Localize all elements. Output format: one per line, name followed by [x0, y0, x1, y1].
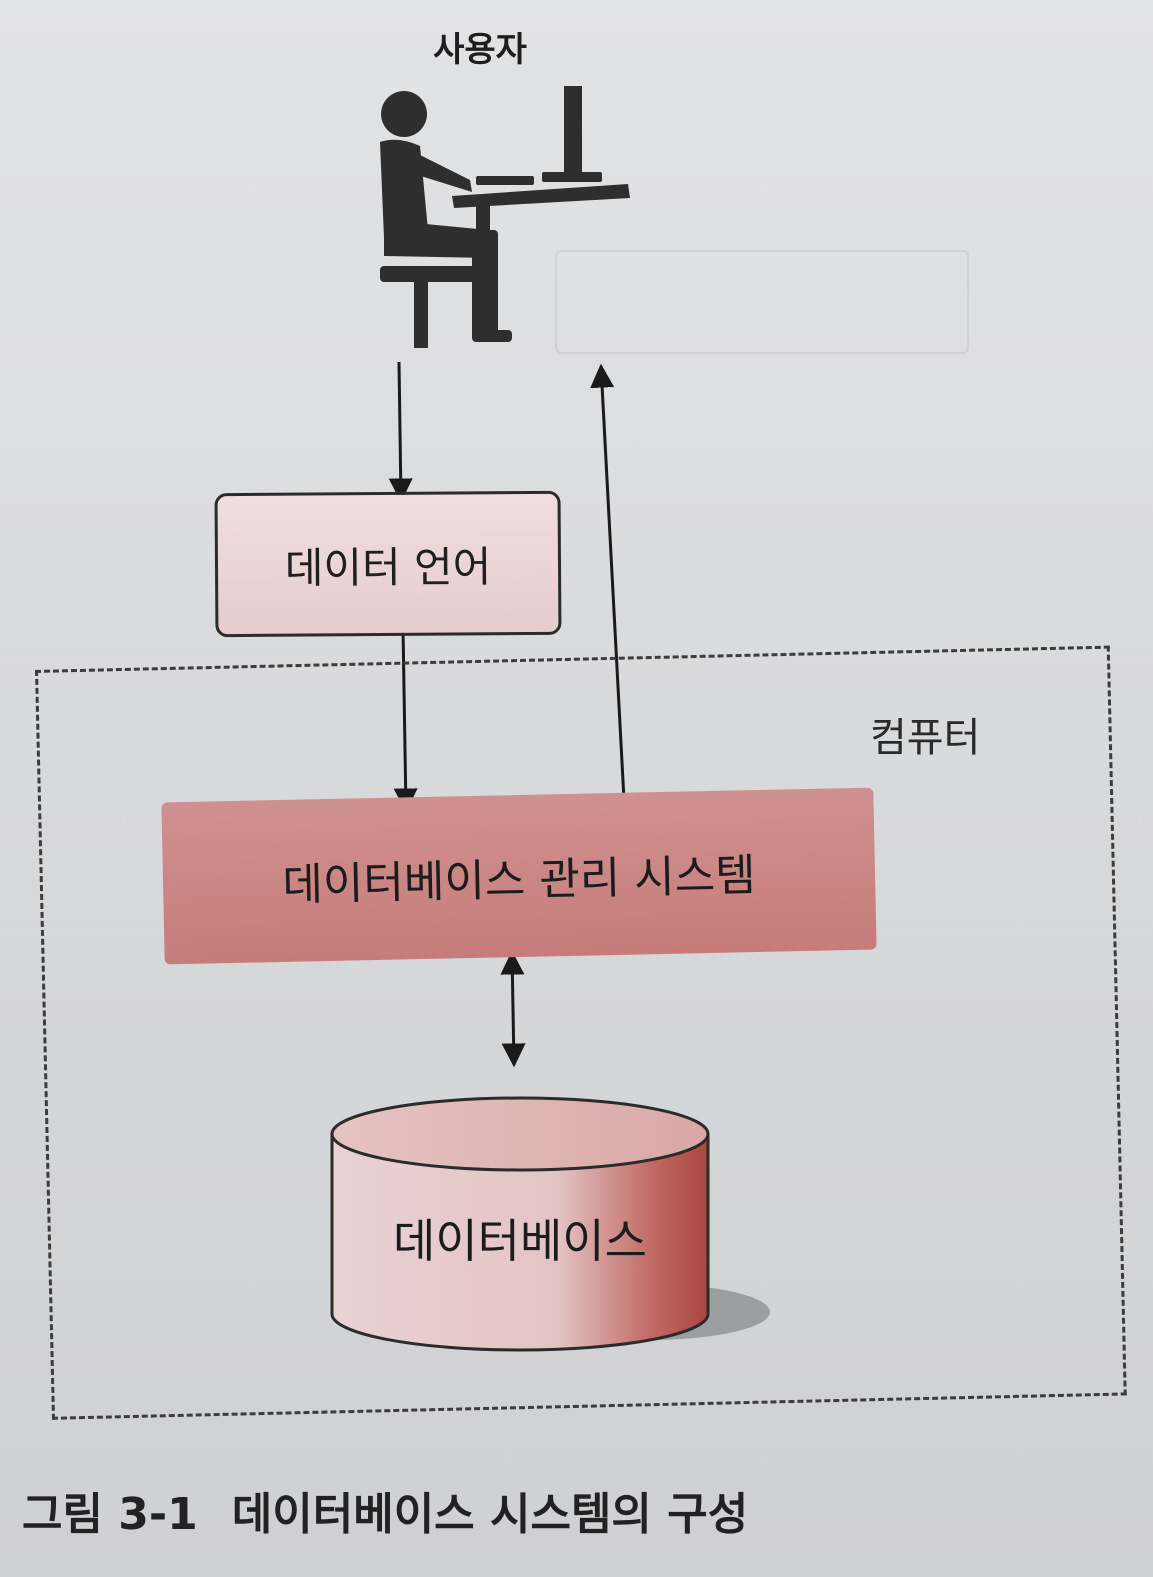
arrow-language-to-dbms [393, 627, 418, 813]
user-label: 사용자 [433, 30, 527, 70]
arrow-user-to-language [388, 361, 413, 503]
figure-caption: 그림 3-1 데이터베이스 시스템의 구성 [22, 1478, 748, 1542]
data-language-box: 데이터 언어 [214, 490, 562, 638]
figure-title: 데이터베이스 시스템의 구성 [231, 1489, 749, 1540]
arrow-dbms-to-user [590, 363, 626, 801]
computer-label: 컴퓨터 [870, 715, 981, 761]
arrow-dbms-database [500, 950, 526, 1068]
dbms-box: 데이터베이스 관리 시스템 [161, 787, 877, 965]
database-cylinder-icon [330, 1096, 770, 1352]
show-through-box [555, 250, 969, 354]
user-at-computer-icon [380, 86, 630, 348]
database-label: 데이터베이스 [393, 1214, 647, 1268]
figure-number: 그림 3-1 [22, 1489, 198, 1540]
